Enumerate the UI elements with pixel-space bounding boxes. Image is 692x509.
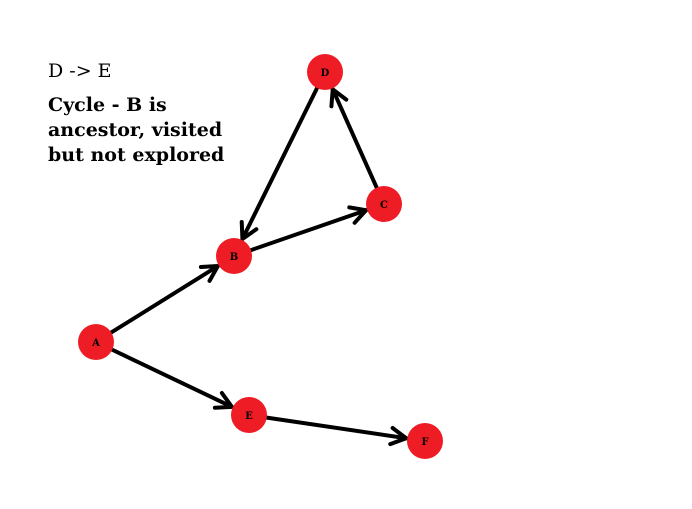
note-line-2: ancestor, visited bbox=[48, 119, 223, 141]
edge-c-d bbox=[329, 87, 379, 190]
node-a: A bbox=[78, 324, 114, 360]
edge-a-e bbox=[110, 347, 234, 410]
edge-b-c bbox=[249, 205, 369, 253]
node-label: E bbox=[245, 411, 253, 422]
note-title: D -> E bbox=[48, 60, 112, 82]
node-b: B bbox=[216, 238, 252, 274]
node-circle bbox=[407, 423, 443, 459]
node-label: B bbox=[230, 252, 238, 263]
node-label: A bbox=[91, 338, 100, 349]
node-d: D bbox=[307, 54, 343, 90]
node-circle bbox=[231, 397, 267, 433]
note-line-1: Cycle - B is bbox=[48, 94, 167, 116]
node-e: E bbox=[231, 397, 267, 433]
node-label: F bbox=[421, 437, 428, 448]
graph-nodes: A B C D E F bbox=[78, 54, 443, 459]
node-circle bbox=[216, 238, 252, 274]
node-c: C bbox=[366, 186, 402, 222]
note-line-3: but not explored bbox=[48, 144, 225, 166]
node-circle bbox=[366, 186, 402, 222]
graph-edges bbox=[109, 86, 409, 447]
node-label: D bbox=[321, 68, 330, 79]
edge-e-f bbox=[264, 415, 409, 447]
node-circle bbox=[78, 324, 114, 360]
node-circle bbox=[307, 54, 343, 90]
node-label: C bbox=[380, 200, 388, 211]
edge-a-b bbox=[109, 264, 220, 335]
node-f: F bbox=[407, 423, 443, 459]
edge-d-b bbox=[239, 86, 320, 241]
